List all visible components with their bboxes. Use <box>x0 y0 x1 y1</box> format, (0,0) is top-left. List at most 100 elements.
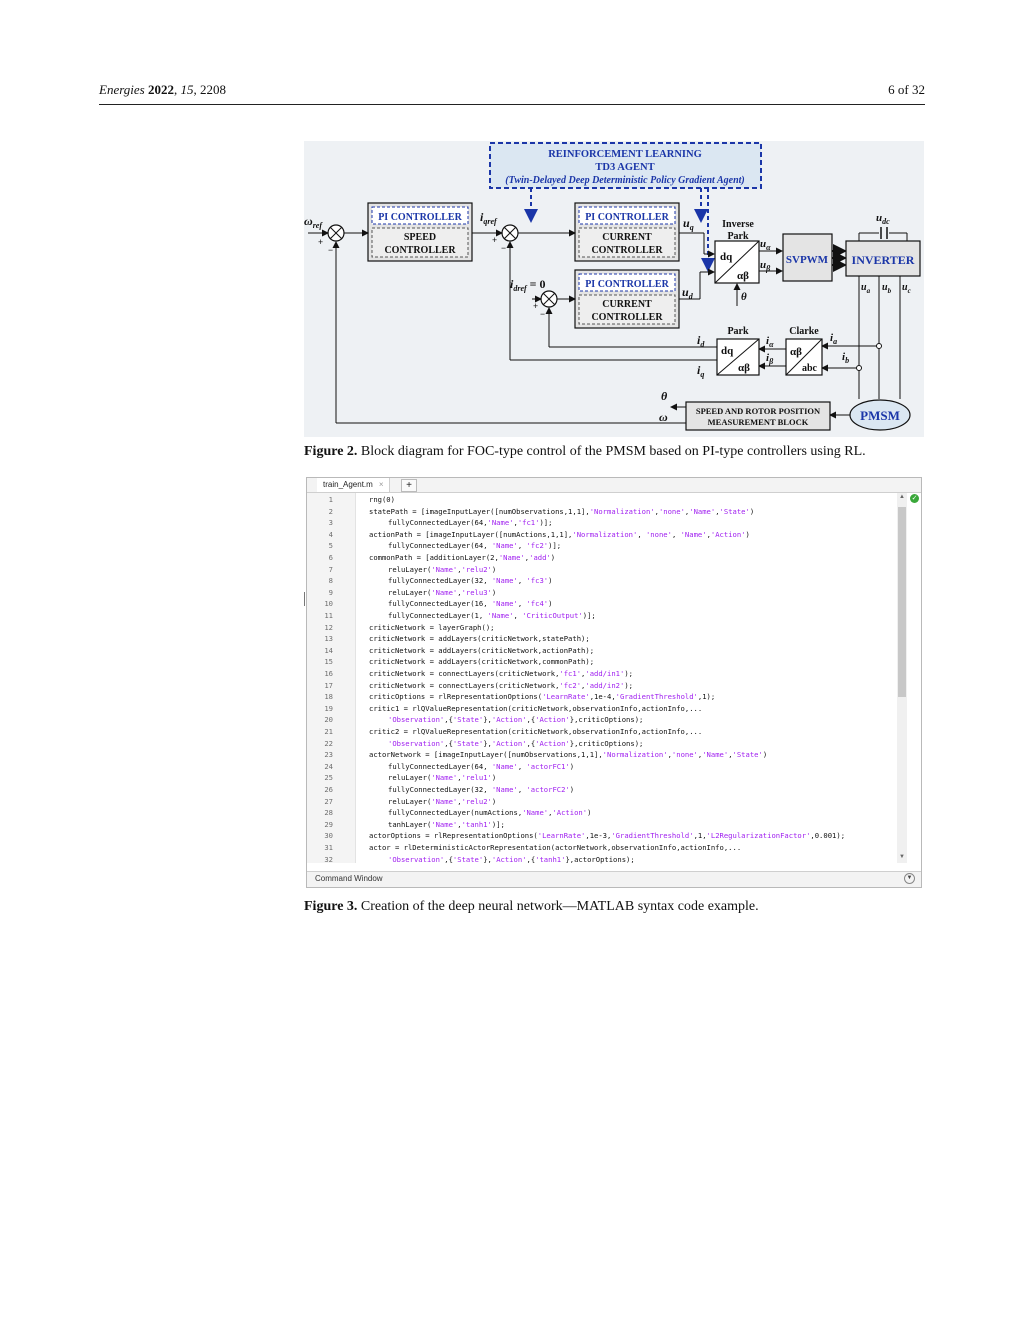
code-line[interactable]: criticNetwork = layerGraph(); <box>369 623 495 632</box>
code-string: 'Name' <box>689 506 716 516</box>
code-text: fullyConnectedLayer(1, <box>388 611 488 620</box>
code-text: ,{ <box>526 738 536 748</box>
code-text: ) <box>491 773 497 783</box>
code-line[interactable]: fullyConnectedLayer(32, 'Name', 'actorFC… <box>388 785 574 794</box>
vertical-scrollbar[interactable] <box>897 493 907 863</box>
line-number-gutter <box>307 493 356 863</box>
code-line[interactable]: fullyConnectedLayer(64,'Name','fc1')]; <box>388 518 552 527</box>
code-string: 'fc2' <box>559 680 582 690</box>
code-line[interactable]: statePath = [imageInputLayer([numObserva… <box>369 507 754 516</box>
command-window-bar[interactable]: Command Window ▼ <box>307 871 921 887</box>
code-text: )]; <box>582 611 596 620</box>
inverter-block: INVERTER <box>845 240 921 277</box>
code-string: 'Name' <box>431 773 458 783</box>
ia-label: ia <box>830 332 837 346</box>
journal-volume: 15 <box>180 82 194 97</box>
code-text: }, <box>483 715 492 725</box>
code-text: fullyConnectedLayer(64, <box>388 541 492 551</box>
code-line[interactable]: reluLayer('Name','relu3') <box>388 588 496 597</box>
tab-train-agent[interactable]: train_Agent.m× <box>317 478 391 492</box>
code-line[interactable]: tanhLayer('Name','tanh1')]; <box>388 820 505 829</box>
code-line[interactable]: reluLayer('Name','relu2') <box>388 565 496 574</box>
article-number: 2208 <box>199 82 226 97</box>
command-window-label: Command Window <box>315 874 383 883</box>
code-text: criticNetwork = addLayers(criticNetwork,… <box>369 645 595 655</box>
inv-park-ab: αβ <box>737 270 749 282</box>
code-text: ,1e-4, <box>589 692 616 702</box>
line-number: 20 <box>324 715 333 725</box>
line-number: 1 <box>328 495 333 504</box>
iq-label: iq <box>697 363 704 379</box>
scroll-down-icon[interactable]: ▼ <box>899 854 905 860</box>
close-icon[interactable]: × <box>378 480 384 489</box>
code-line[interactable]: criticNetwork = addLayers(criticNetwork,… <box>369 657 594 666</box>
speed-block-label-2: MEASUREMENT BLOCK <box>708 417 809 427</box>
code-line[interactable]: actorOptions = rlRepresentationOptions('… <box>369 831 845 840</box>
code-string: 'Action' <box>491 715 527 725</box>
code-line[interactable]: criticNetwork = addLayers(criticNetwork,… <box>369 634 590 643</box>
code-text: ,1e-3, <box>585 831 612 841</box>
code-line[interactable]: fullyConnectedLayer(64, 'Name', 'fc2')]; <box>388 541 561 550</box>
line-number: 17 <box>324 680 333 690</box>
code-line[interactable]: critic1 = rlQValueRepresentation(criticN… <box>369 704 702 713</box>
current-label-d1: CURRENT <box>602 299 652 310</box>
code-line[interactable]: fullyConnectedLayer(1, 'Name', 'CriticOu… <box>388 611 596 620</box>
editor-left-marker <box>304 592 305 606</box>
code-line[interactable]: fullyConnectedLayer(16, 'Name', 'fc4') <box>388 599 552 608</box>
code-string: 'Name' <box>431 819 458 829</box>
scrollbar-thumb[interactable] <box>898 507 906 697</box>
current-label-q1: CURRENT <box>602 232 652 243</box>
chevron-down-icon[interactable]: ▼ <box>904 873 915 884</box>
code-line[interactable]: actionPath = [imageInputLayer([numAction… <box>369 530 750 539</box>
code-line[interactable]: criticNetwork = connectLayers(criticNetw… <box>369 669 633 678</box>
code-text: ); <box>624 680 633 690</box>
inv-park-dq: dq <box>720 251 733 263</box>
code-line[interactable]: critic2 = rlQValueRepresentation(criticN… <box>369 727 702 736</box>
code-text: fullyConnectedLayer(32, <box>388 785 492 794</box>
running-header: Energies 2022, 15, 2208 6 of 32 <box>99 82 925 105</box>
code-line[interactable]: actor = rlDeterministicActorRepresentati… <box>369 843 741 852</box>
code-line[interactable]: reluLayer('Name','relu1') <box>388 773 496 782</box>
code-line[interactable]: fullyConnectedLayer(32, 'Name', 'fc3') <box>388 576 552 585</box>
code-text: fullyConnectedLayer(64, <box>388 518 488 528</box>
add-tab-button[interactable]: + <box>401 479 417 492</box>
line-number: 32 <box>324 854 333 864</box>
matlab-editor-figure: train_Agent.m× + ▲ ▼ ✓ Command Window ▼ … <box>306 477 922 888</box>
code-string: 'Normalization' <box>572 529 638 539</box>
scroll-up-icon[interactable]: ▲ <box>899 494 905 500</box>
code-line[interactable]: criticNetwork = connectLayers(criticNetw… <box>369 681 633 690</box>
code-line[interactable]: rng(0) <box>369 495 395 504</box>
code-string: 'LearnRate' <box>542 692 590 702</box>
code-line[interactable]: 'Observation',{'State'},'Action',{'tanh1… <box>388 855 635 864</box>
code-text: ) <box>749 506 755 516</box>
code-string: 'fc1' <box>517 518 540 528</box>
current-label-d2: CONTROLLER <box>591 312 663 323</box>
code-text: reluLayer( <box>388 564 432 574</box>
code-line[interactable]: fullyConnectedLayer(64, 'Name', 'actorFC… <box>388 762 574 771</box>
code-text: , <box>671 529 681 539</box>
code-line[interactable]: actorNetwork = [imageInputLayer([numObse… <box>369 750 767 759</box>
code-line[interactable]: reluLayer('Name','relu2') <box>388 797 496 806</box>
code-text: ) <box>569 761 575 771</box>
code-text: reluLayer( <box>388 773 432 783</box>
clarke-label: Clarke <box>789 326 819 337</box>
code-line[interactable]: criticOptions = rlRepresentationOptions(… <box>369 692 715 701</box>
code-line[interactable]: 'Observation',{'State'},'Action',{'Actio… <box>388 715 643 724</box>
code-text: , <box>457 564 462 574</box>
figure-3-label: Figure 3. <box>304 899 358 914</box>
code-string: 'fc2' <box>526 541 549 551</box>
line-number: 22 <box>324 738 333 748</box>
code-string: 'Action' <box>491 738 527 748</box>
code-text: fullyConnectedLayer(16, <box>388 599 492 609</box>
speed-label-2: CONTROLLER <box>384 245 456 256</box>
line-number: 16 <box>324 669 333 678</box>
line-number: 23 <box>324 750 333 760</box>
code-line[interactable]: fullyConnectedLayer(numActions,'Name','A… <box>388 808 591 817</box>
code-line[interactable]: 'Observation',{'State'},'Action',{'Actio… <box>388 739 643 748</box>
figure-3-text: Creation of the deep neural network—MATL… <box>357 899 759 914</box>
code-line[interactable]: criticNetwork = addLayers(criticNetwork,… <box>369 646 594 655</box>
line-number: 7 <box>328 564 333 574</box>
code-line[interactable]: commonPath = [additionLayer(2,'Name','ad… <box>369 553 555 562</box>
udc-label: udc <box>876 212 890 226</box>
code-text: , <box>728 750 733 760</box>
